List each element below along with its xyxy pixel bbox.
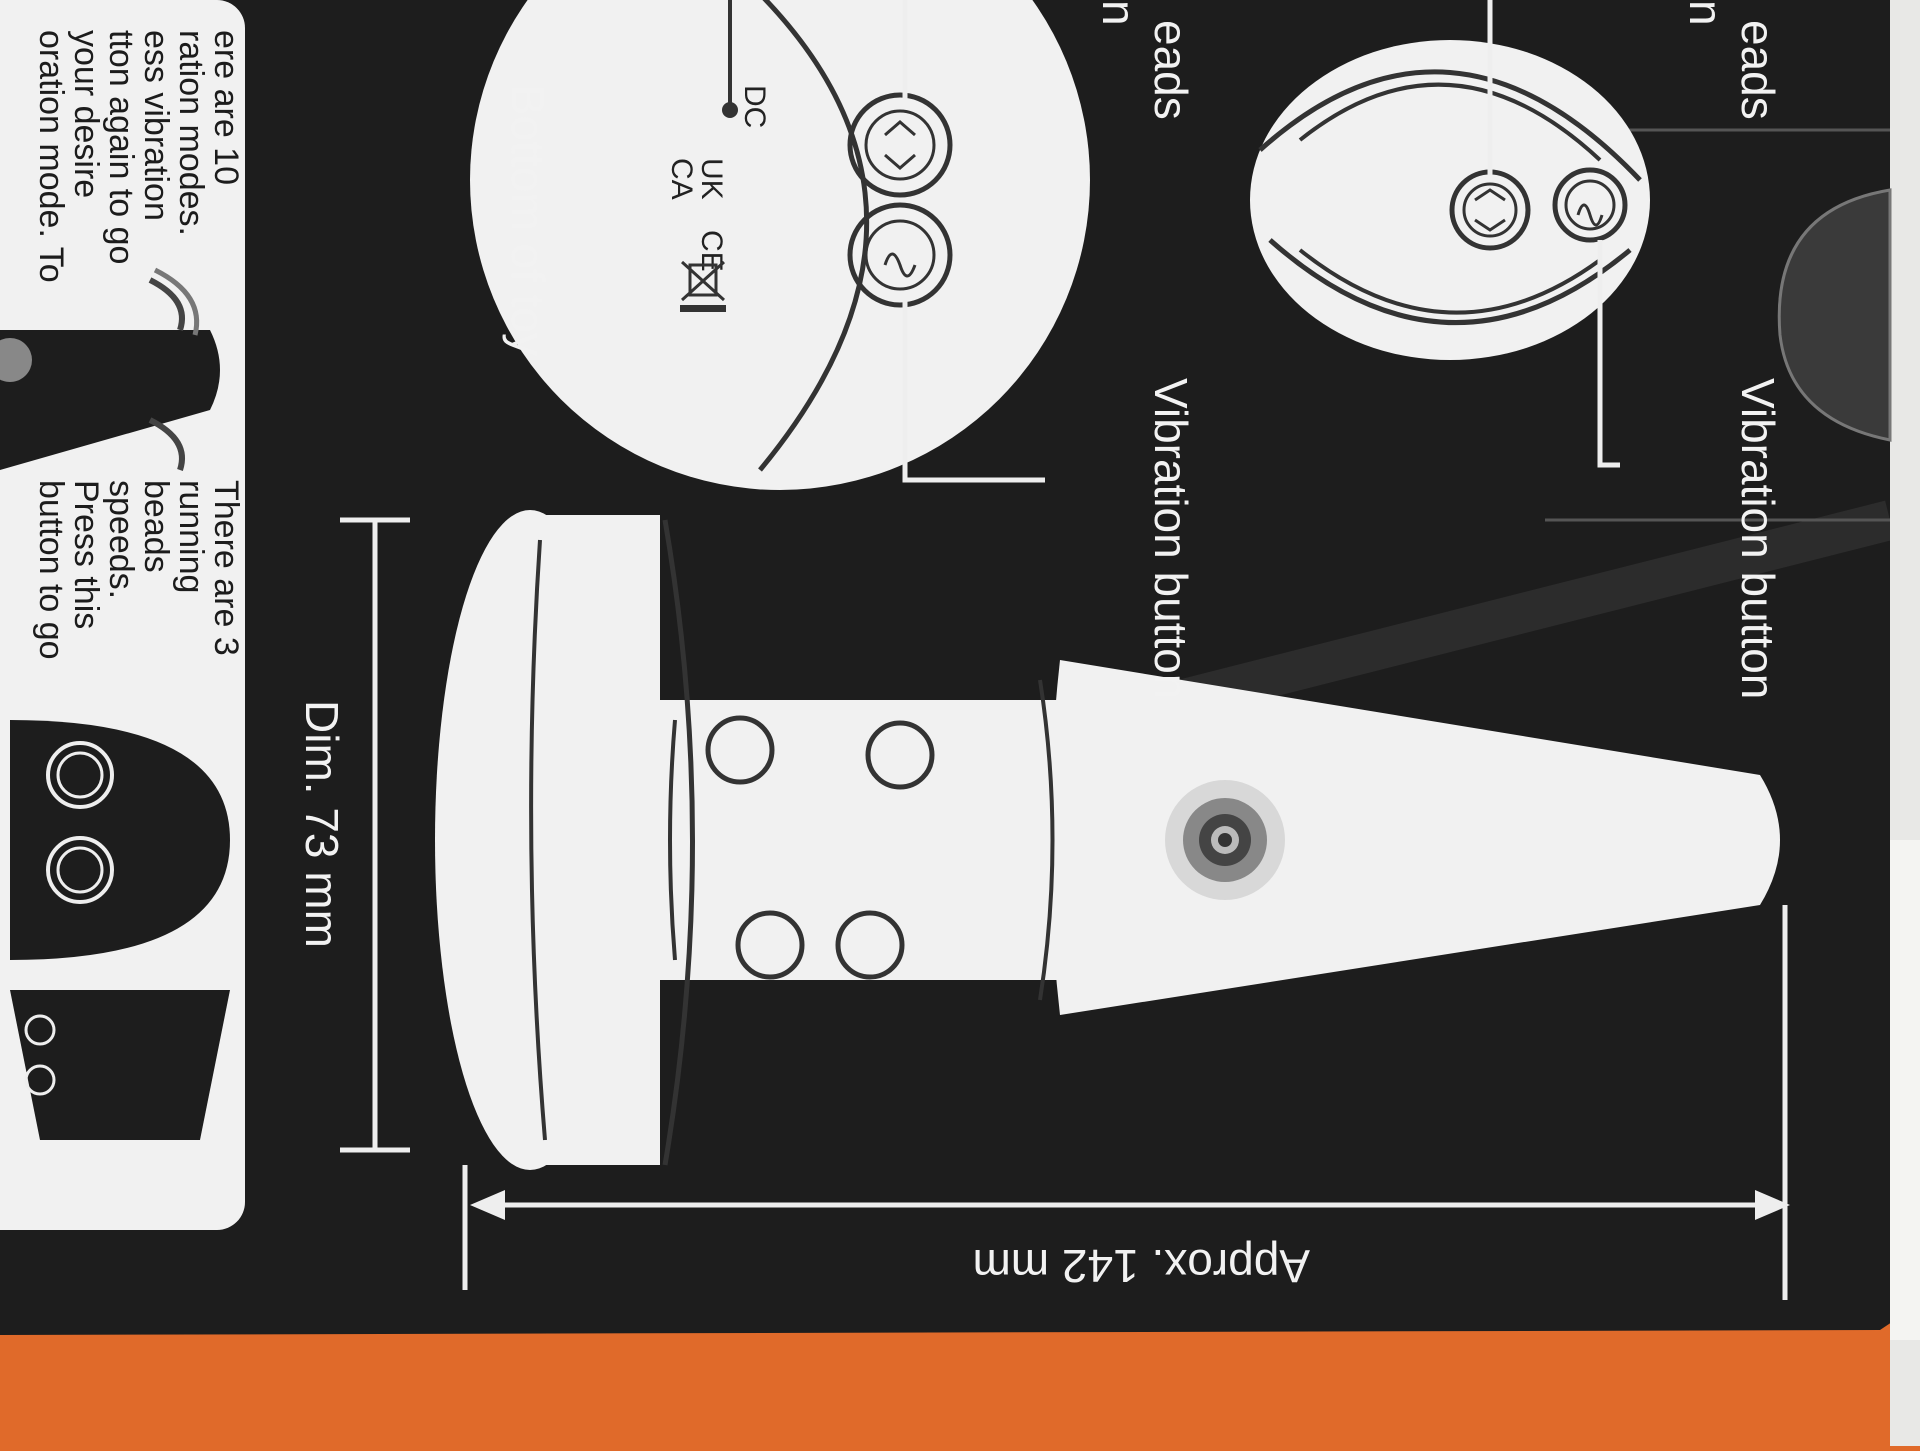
- bottom-view-illustration: [470, 0, 1090, 490]
- panel-text-1: ere are 10: [207, 30, 245, 185]
- vibration-button-label-top: Vibration button: [1732, 378, 1784, 699]
- bottom-mark-dc: DC: [738, 85, 771, 128]
- panel-illustration-side: [0, 267, 220, 471]
- right-paper-tab: [1890, 840, 1920, 1340]
- dimension-length-label: Approx. 142 mm: [973, 1240, 1310, 1292]
- panel-illustration-bottom: [10, 720, 230, 960]
- bottom-mark-uk: UK: [695, 158, 728, 200]
- vibration-button-label-mid: Vibration button: [1145, 378, 1197, 699]
- panel-text-3: ess vibration: [137, 30, 175, 221]
- leader-line-vibration-mid: [902, 300, 1045, 483]
- panel-text-8: running: [172, 480, 210, 593]
- panel-text-2: ration modes.: [172, 30, 210, 236]
- bottom-mark-ca: CA: [665, 158, 698, 200]
- weee-bin-icon: [680, 260, 726, 312]
- dimension-width-label: Dim. 73 mm: [296, 700, 348, 948]
- panel-text-4: tton again to go: [102, 30, 140, 264]
- bead-hole-2: [865, 720, 935, 790]
- panel-illustration-base: [10, 990, 230, 1140]
- vibration-button-icon: [1552, 167, 1628, 243]
- bead-hole-4: [835, 910, 905, 980]
- bead-hole-3: [735, 910, 805, 980]
- bottom-speed-button-icon: [847, 92, 953, 198]
- remote-illustration: [1250, 40, 1650, 360]
- running-beads-label-top-2: n: [1680, 0, 1732, 26]
- panel-text-5: your desire: [67, 30, 105, 198]
- bottom-vibration-button-icon: [847, 202, 953, 308]
- panel-text-9: beads: [137, 480, 175, 573]
- panel-text-6: oration mode. To: [32, 30, 70, 283]
- running-beads-label-top: eads: [1732, 20, 1784, 120]
- panel-text-10: speeds.: [102, 480, 140, 599]
- bead-hole-1: [705, 715, 775, 785]
- folded-tab: [1777, 188, 1892, 442]
- panel-text-7: There are 3: [207, 480, 245, 656]
- running-beads-label-mid-2: n: [1093, 0, 1145, 26]
- width-dimension: [340, 517, 410, 1153]
- panel-text-12: button to go: [32, 480, 70, 660]
- background-curve: [1175, 500, 1895, 720]
- running-beads-label-mid: eads: [1145, 20, 1197, 120]
- leader-line-vibration-top: [1597, 240, 1620, 468]
- bottom-of-toy-label: Bottom of toy: [502, 85, 554, 356]
- panel-text-11: Press this: [67, 480, 105, 629]
- length-dimension: [462, 905, 1790, 1300]
- toy-side-illustration: [435, 510, 1780, 1170]
